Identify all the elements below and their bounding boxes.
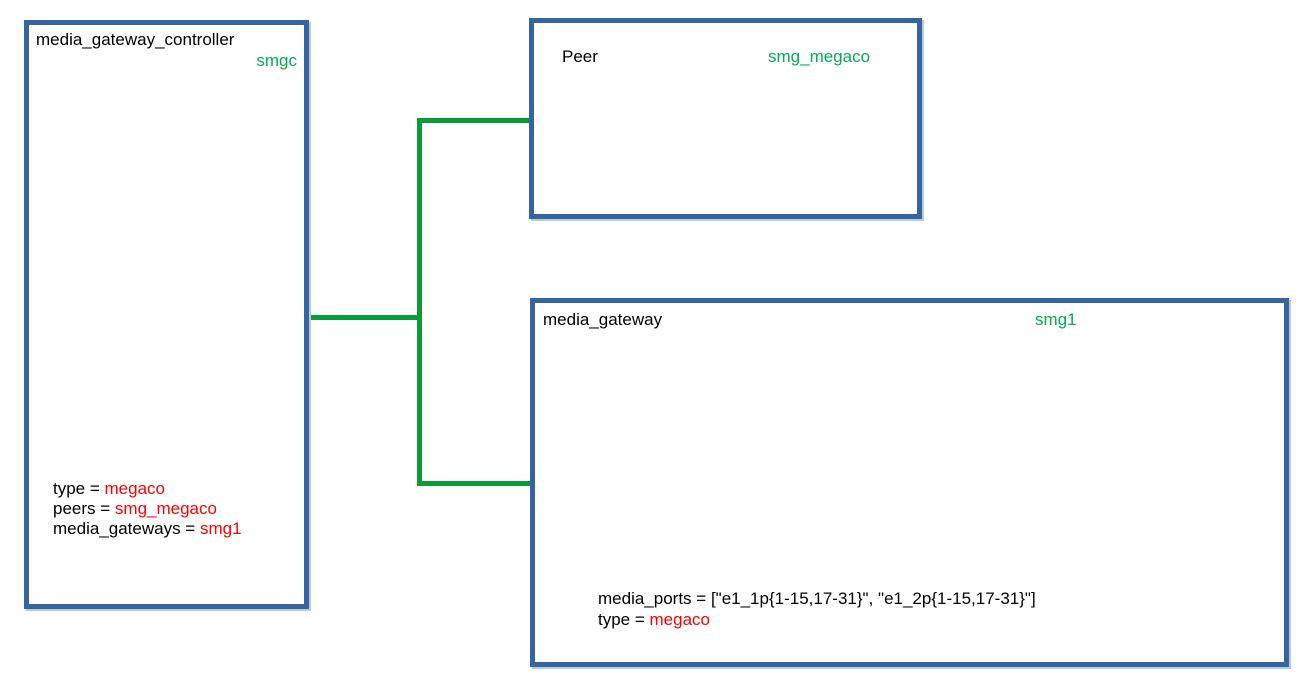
connector-to-mg-line xyxy=(417,481,534,486)
property-value: megaco xyxy=(104,479,165,498)
property-line: type = megaco xyxy=(53,479,242,499)
node-title: media_gateway_controller xyxy=(36,30,235,49)
property-line: media_gateways = smg1 xyxy=(53,519,242,539)
node-peer: Peer smg_megaco xyxy=(529,18,922,219)
node-properties: type = megaco peers = smg_megaco media_g… xyxy=(53,479,242,539)
property-key: media_ports = xyxy=(598,589,711,608)
instance-label: smg_megaco xyxy=(768,47,871,66)
node-properties: media_ports = ["e1_1p{1-15,17-31}", "e1_… xyxy=(598,588,1036,630)
connector-mgc-trunk-line xyxy=(306,315,422,320)
property-key: type = xyxy=(598,610,650,629)
property-key: type = xyxy=(53,479,105,498)
node-media-gateway: media_gateway smg1 media_ports = ["e1_1p… xyxy=(530,298,1289,667)
connector-vertical-line xyxy=(417,118,422,486)
property-line: type = megaco xyxy=(598,609,1036,630)
property-value: ["e1_1p{1-15,17-31}", "e1_2p{1-15,17-31}… xyxy=(710,589,1036,608)
node-title: Peer xyxy=(562,47,598,66)
property-value: smg1 xyxy=(199,519,242,538)
property-line: media_ports = ["e1_1p{1-15,17-31}", "e1_… xyxy=(598,588,1036,609)
property-key: media_gateways = xyxy=(53,519,200,538)
instance-label: smg1 xyxy=(1035,310,1077,329)
instance-label: smgc xyxy=(256,51,297,70)
connector-to-peer-line xyxy=(417,118,532,123)
property-line: peers = smg_megaco xyxy=(53,499,242,519)
node-title: media_gateway xyxy=(543,310,663,329)
node-media-gateway-controller: media_gateway_controller smgc type = meg… xyxy=(24,20,309,609)
property-key: peers = xyxy=(53,499,115,518)
property-value: smg_megaco xyxy=(114,499,217,518)
property-value: megaco xyxy=(649,610,710,629)
